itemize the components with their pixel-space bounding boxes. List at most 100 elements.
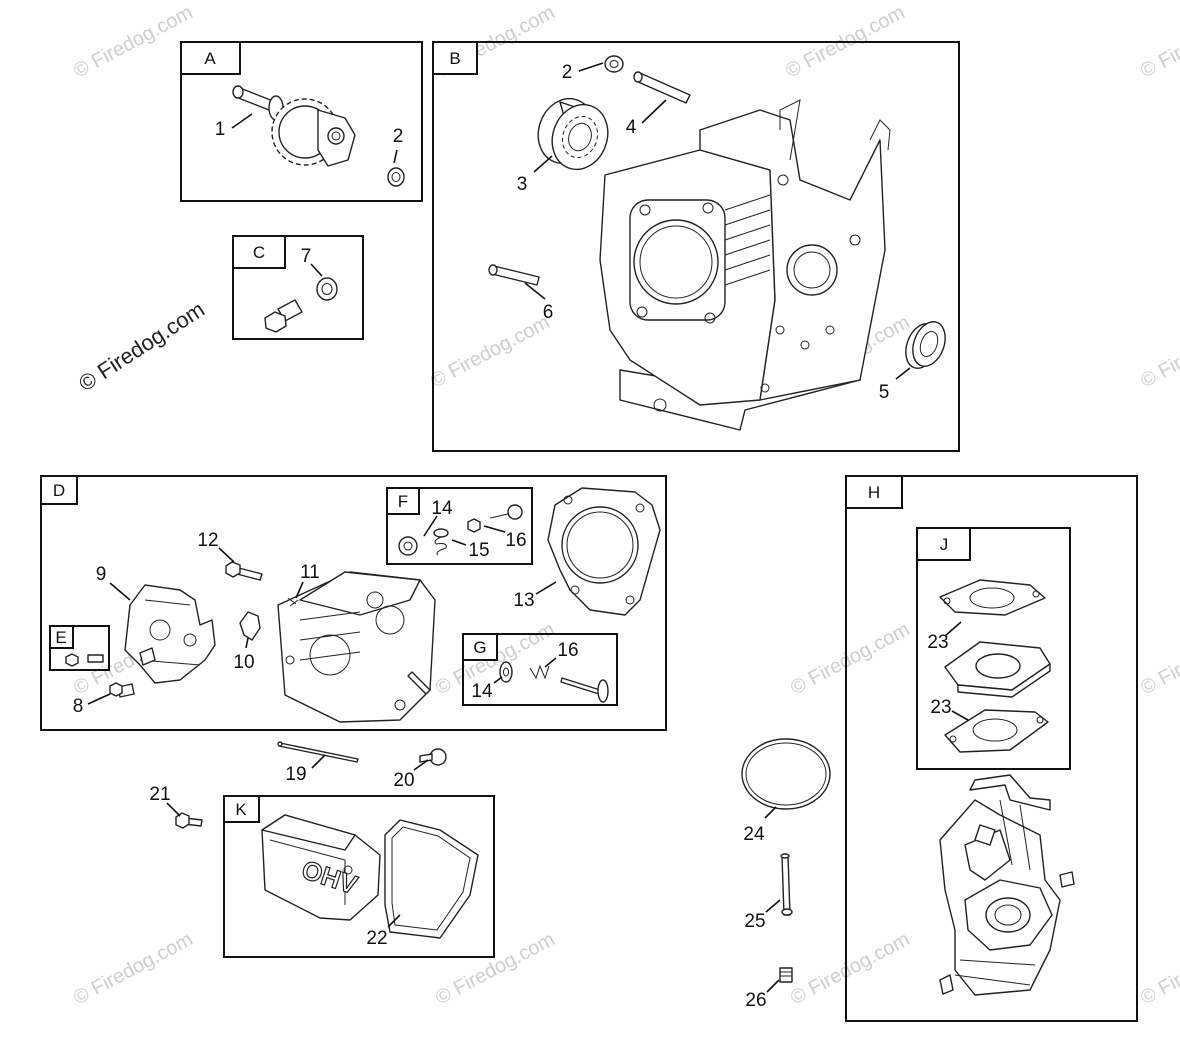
callout-25: 25 — [744, 911, 765, 932]
section-g-label: G — [473, 638, 486, 657]
leader-line — [310, 263, 323, 277]
leader-line — [109, 582, 131, 601]
screw-part — [87, 654, 104, 663]
section-e-label: E — [55, 628, 66, 647]
head-gasket-part — [547, 487, 661, 616]
section-h-tab — [845, 475, 903, 509]
section-b-tab — [432, 41, 478, 75]
cylinder-head-part — [277, 571, 436, 723]
watermark-text: © Firedog.com — [70, 1, 196, 82]
leader-line — [231, 113, 253, 129]
section-a: A 1 2 — [180, 41, 423, 202]
watermark-text: © Firedog.com — [1137, 928, 1180, 1009]
leader-line — [166, 802, 181, 817]
nut-part — [65, 653, 79, 667]
section-j-box — [916, 527, 1071, 770]
section-g-box — [462, 633, 618, 706]
callout-20: 20 — [393, 770, 414, 791]
callout-14: 14 — [471, 681, 493, 702]
callout-16: 16 — [557, 640, 578, 661]
callout-2: 2 — [562, 62, 573, 83]
callout-23: 23 — [930, 697, 951, 718]
section-g-tab — [462, 633, 498, 661]
shaft-part — [232, 85, 284, 121]
section-f-label: F — [398, 492, 408, 511]
right-loose-parts: 24 25 26 — [741, 738, 831, 1011]
loose-parts: 19 20 21 — [149, 741, 447, 829]
section-e: E — [49, 625, 110, 671]
valve-cover-part: OHV — [261, 814, 381, 921]
section-e-tab — [49, 625, 74, 649]
shaft-part — [780, 853, 793, 916]
callout-10: 10 — [233, 652, 254, 673]
leader-line — [578, 62, 604, 72]
section-k-tab — [223, 795, 260, 823]
gear-part — [271, 98, 356, 167]
section-k: K OHV 22 — [223, 795, 495, 958]
bolt-part — [175, 812, 203, 829]
leader-line — [895, 367, 911, 380]
carburetor-part — [939, 774, 1075, 996]
bearing-part — [537, 97, 609, 171]
section-d: D E 9 8 12 — [40, 475, 667, 731]
callout-3: 3 — [517, 174, 528, 195]
section-a-box — [180, 41, 423, 202]
section-b: B 2 4 3 6 — [432, 41, 960, 452]
section-h-box — [845, 475, 1138, 1022]
insulator-part — [944, 641, 1051, 698]
leader-line — [387, 914, 401, 928]
stud-part — [225, 561, 263, 581]
gasket-part — [944, 709, 1049, 753]
section-k-label: K — [235, 800, 247, 819]
section-b-label: B — [449, 49, 460, 68]
oil-seal-part — [905, 321, 946, 369]
leader-line — [413, 759, 429, 771]
leader-line — [533, 155, 553, 173]
leader-line — [641, 99, 667, 124]
washer-part — [387, 167, 405, 187]
section-c: C 7 — [232, 235, 364, 340]
watermark-text: © Firedog.com — [1137, 618, 1180, 699]
section-c-box — [232, 235, 364, 340]
callout-16: 16 — [505, 530, 526, 551]
callout-14: 14 — [431, 498, 453, 519]
leader-line — [295, 581, 304, 599]
nut-part — [467, 518, 481, 533]
section-h-label: H — [868, 483, 880, 502]
callout-7: 7 — [301, 246, 312, 267]
leader-line — [944, 621, 962, 637]
leader-line — [544, 657, 557, 668]
clip-part — [239, 611, 261, 641]
dowel-pin-part — [488, 264, 540, 286]
section-c-label: C — [253, 243, 265, 262]
leader-line — [764, 806, 777, 819]
valve-cap-part — [489, 504, 523, 520]
washer-part — [604, 55, 624, 73]
callout-21: 21 — [149, 784, 170, 805]
rocker-bracket-part — [124, 584, 216, 684]
callout-19: 19 — [285, 764, 306, 785]
washer-part — [316, 277, 338, 301]
watermark-text: © Firedog.com — [427, 311, 553, 392]
bolt-part — [264, 299, 303, 333]
callout-6: 6 — [543, 302, 554, 323]
section-a-label: A — [204, 49, 216, 68]
leader-line — [524, 282, 546, 300]
leader-line — [87, 693, 111, 705]
callout-12: 12 — [197, 530, 218, 551]
bolt-part — [109, 682, 135, 698]
gasket-part — [939, 579, 1046, 616]
leader-line — [393, 149, 398, 164]
callout-23: 23 — [927, 632, 948, 653]
callout-13: 13 — [513, 590, 534, 611]
section-f-box — [386, 487, 533, 565]
pushrod-part — [277, 741, 359, 763]
leader-line — [218, 547, 235, 563]
leader-line — [493, 676, 503, 684]
callout-22: 22 — [366, 928, 387, 949]
leader-line — [766, 979, 780, 993]
leader-line — [765, 899, 781, 913]
section-d-tab — [40, 475, 78, 505]
callout-26: 26 — [745, 990, 766, 1011]
